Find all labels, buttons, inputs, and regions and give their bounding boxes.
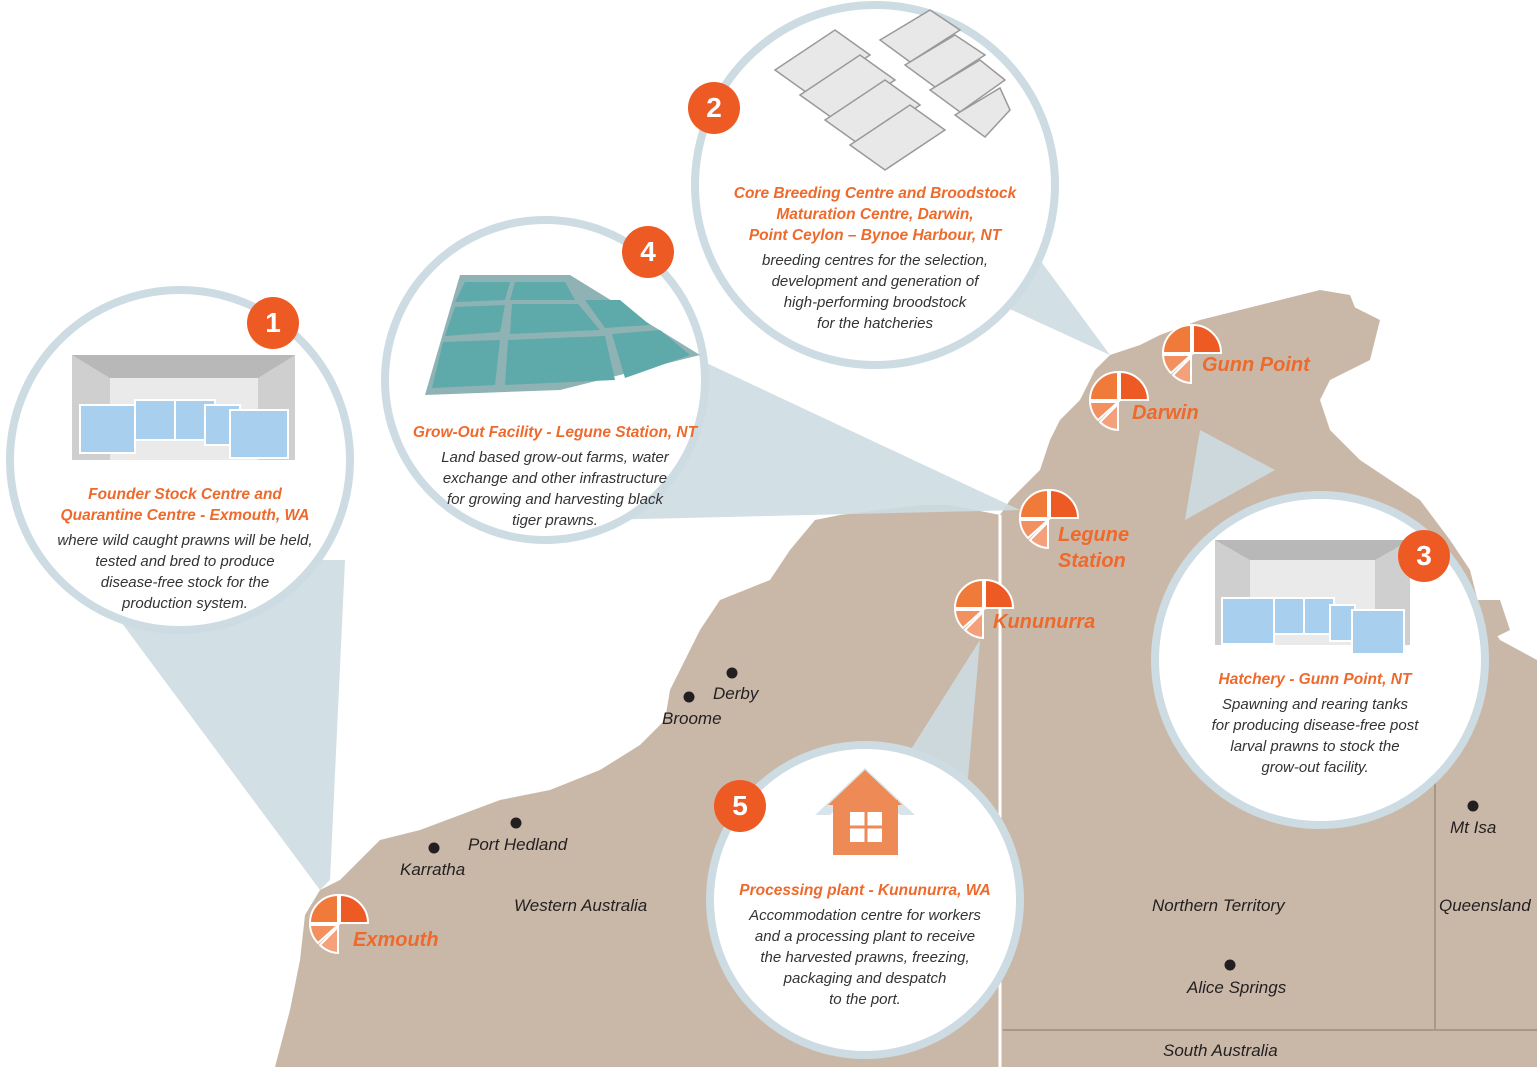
bubble-3-description: Spawning and rearing tanks for producing… <box>1211 696 1419 776</box>
house-icon <box>815 768 915 855</box>
bubble-4-text: Grow-Out Facility - Legune Station, NT L… <box>395 422 715 531</box>
state-label-qld: Queensland <box>1439 896 1531 915</box>
badge-4: 4 <box>622 226 674 278</box>
alice-springs-dot <box>1224 959 1236 971</box>
town-label-port-hedland: Port Hedland <box>468 835 568 854</box>
town-dots <box>428 667 1479 971</box>
badge-2: 2 <box>688 82 740 134</box>
site-label-darwin: Darwin <box>1132 402 1199 424</box>
pond-grid-icon <box>425 275 700 395</box>
state-label-sa: South Australia <box>1163 1041 1278 1060</box>
site-label-exmouth: Exmouth <box>353 929 439 951</box>
tank-shed-icon-3 <box>1215 540 1410 655</box>
state-label-nt: Northern Territory <box>1152 896 1285 915</box>
greenhouse-rows-icon <box>773 9 1011 171</box>
tank-shed-icon-1 <box>72 355 295 460</box>
bubble-5-circle <box>706 741 1024 1059</box>
badge-3: 3 <box>1398 530 1450 582</box>
port-hedland-dot <box>510 817 522 829</box>
bubble-2-text: Core Breeding Centre and Broodstock Matu… <box>715 183 1035 334</box>
bubble-1-tail <box>75 560 345 890</box>
bubble-3-text: Hatchery - Gunn Point, NT Spawning and r… <box>1170 669 1460 778</box>
bubble-2-description: breeding centres for the selection, deve… <box>762 252 988 332</box>
mt-isa-dot <box>1467 800 1479 812</box>
site-label-legune: Legune Station <box>1058 524 1130 572</box>
site-label-gunn-point: Gunn Point <box>1202 354 1310 376</box>
bubble-1-description: where wild caught prawns will be held, t… <box>57 532 313 612</box>
bubble-1-text: Founder Stock Centre and Quarantine Cent… <box>30 484 340 614</box>
northern-island <box>1300 300 1380 380</box>
bubble-2-title: Core Breeding Centre and Broodstock Matu… <box>733 185 1017 244</box>
bubble-4-description: Land based grow-out farms, water exchang… <box>441 449 669 529</box>
town-label-alice-springs: Alice Springs <box>1187 978 1287 997</box>
badge-5: 5 <box>714 780 766 832</box>
bubble-5-title: Processing plant - Kununurra, WA <box>739 882 991 899</box>
derby-dot <box>726 667 738 679</box>
bubble-4-title: Grow-Out Facility - Legune Station, NT <box>412 424 698 441</box>
site-label-kununurra: Kununurra <box>993 611 1096 633</box>
bubble-5-description: Accommodation centre for workers and a p… <box>749 907 981 1008</box>
broome-dot <box>683 691 695 703</box>
bubble-1-title: Founder Stock Centre and Quarantine Cent… <box>60 486 310 524</box>
town-label-karratha: Karratha <box>400 860 466 879</box>
town-label-broome: Broome <box>662 709 722 728</box>
town-label-mt-isa: Mt Isa <box>1450 818 1497 837</box>
karratha-dot <box>428 842 440 854</box>
bubble-3-title: Hatchery - Gunn Point, NT <box>1218 671 1412 688</box>
bubble-5-text: Processing plant - Kununurra, WA Accommo… <box>720 880 1010 1010</box>
bubble-3-tail <box>1185 430 1275 520</box>
town-label-derby: Derby <box>713 684 759 703</box>
state-label-wa: Western Australia <box>514 896 648 915</box>
badge-1: 1 <box>247 297 299 349</box>
